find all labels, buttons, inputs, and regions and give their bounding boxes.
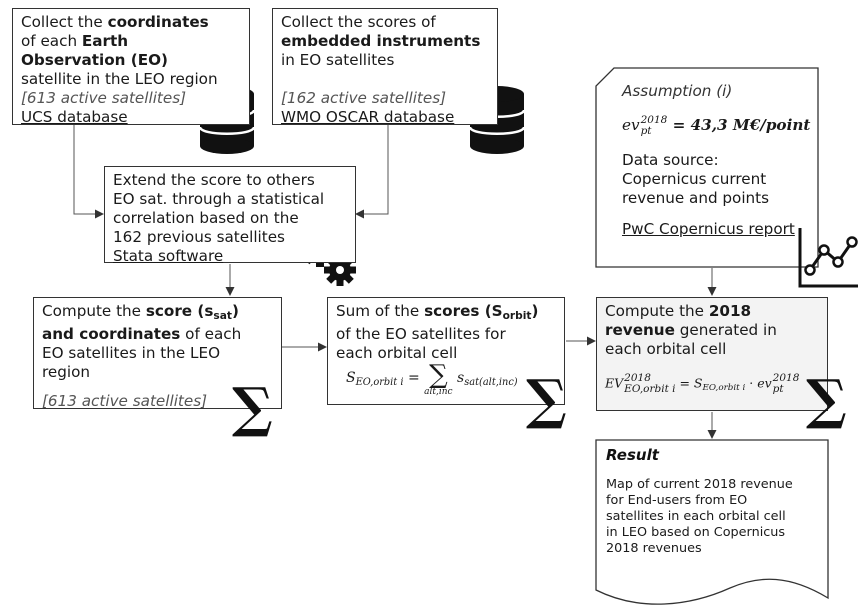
formula-s-sub: EO,orbit i [702,383,746,394]
text: satellite in the LEO region [21,70,218,88]
source-pwc-report: PwC Copernicus report [622,220,795,238]
text-bold: score (s [145,302,214,320]
text-bold: revenue [605,321,675,339]
result-document: Result Map of current 2018 revenue for E… [606,446,824,557]
step-compute-revenue: Compute the 2018 revenue generated in ea… [596,297,828,411]
text: of the EO satellites for [336,325,506,344]
sigma-icon: ∑ [232,375,273,439]
sum-operator-icon: ∑ [429,360,448,391]
text: for End-users from EO [606,493,748,508]
text-bold: embedded instruments [281,32,481,50]
text: revenue and points [622,189,770,207]
text-bold: Earth [81,32,129,50]
result-document-shape [595,439,829,605]
step-extend-score: Extend the score to others EO sat. throu… [104,166,356,265]
line-chart-icon [798,228,858,288]
formula-rhs: = 43,3 M€/point [667,116,811,134]
text-bold: Observation (EO) [21,51,168,69]
source-ucs-database: UCS database [21,108,128,126]
text-bold: 2018 [708,302,752,320]
formula-sub: EO,orbit i [624,383,676,395]
formula-sup: 2018 [624,372,651,384]
text: Compute the [605,302,709,320]
satellite-count-note: [162 active satellites] [281,89,447,107]
text: of each [21,32,82,50]
formula-rhs: s [457,370,465,387]
text-bold: ) [231,302,239,320]
text-bold: and coordinates [42,325,181,344]
formula-sup: 2018 [772,372,800,384]
formula-s: S [693,375,703,391]
text: Data source: [622,151,719,169]
text-sub: sat [213,309,232,323]
text-bold: ) [531,302,539,320]
text: each orbital cell [336,344,458,363]
formula-ev: ev [757,375,772,391]
step-compute-score: Compute the score (ssat) and coordinates… [33,297,282,411]
text: satellites in each orbital cell [606,509,786,524]
arrow-box1-to-box3 [73,125,104,219]
sigma-icon: ∑ [806,367,847,431]
text: Extend the score to others [113,171,315,189]
step-sum-scores: Sum of the scores (Sorbit) of the EO sat… [327,297,565,405]
text-bold: scores (S [424,302,503,320]
formula-var: ev [622,116,640,134]
satellite-count-note: [613 active satellites] [42,392,208,411]
text-bold: coordinates [107,13,209,31]
text-sub: orbit [502,309,532,323]
result-title: Result [606,446,659,464]
formula-rhs-sub: sat(alt,inc) [464,377,518,389]
formula-sup: 2018 [640,114,668,126]
text: Collect the scores of [281,13,436,31]
text: generated in [674,321,777,339]
text: 162 previous satellites [113,228,285,246]
formula-dot: · [745,375,758,391]
sigma-icon: ∑ [526,367,567,431]
text: in LEO based on Copernicus [606,525,786,540]
text: each orbital cell [605,340,727,358]
formula-eq: = [675,375,694,391]
text: Collect the [21,13,108,31]
text: region [42,363,91,382]
text: correlation based on the [113,209,299,227]
text: of each [180,325,242,344]
formula-sub: pt [640,125,652,137]
formula-lhs: EV [605,375,624,391]
text: EO sat. through a statistical [113,190,325,208]
formula-lhs-sub: EO,orbit i [355,377,404,389]
text: 2018 revenues [606,541,702,556]
formula-sub: pt [772,383,784,395]
satellite-count-note: [613 active satellites] [21,89,187,107]
text: Sum of the [336,302,425,320]
assumption-document-shape [595,67,819,268]
text: Map of current 2018 revenue [606,477,793,492]
sum-formula: SEO,orbit i = ∑alt,inc ssat(alt,inc) [346,362,556,409]
source-wmo-oscar: WMO OSCAR database [281,108,455,126]
text: Compute the [42,302,146,320]
text: Copernicus current [622,170,767,188]
text: in EO satellites [281,51,395,69]
step-collect-coordinates: Collect the coordinates of each Earth Ob… [12,8,250,126]
step-collect-scores: Collect the scores of embedded instrumen… [272,8,498,126]
arrow-box2-to-box3 [355,125,389,219]
sum-index: alt,inc [424,387,453,398]
formula-eq: = [403,370,425,387]
assumption-title: Assumption (i) [622,82,733,100]
text: EO satellites in the LEO [42,344,221,363]
formula-lhs: S [346,370,356,387]
source-stata: Stata software [113,247,224,265]
